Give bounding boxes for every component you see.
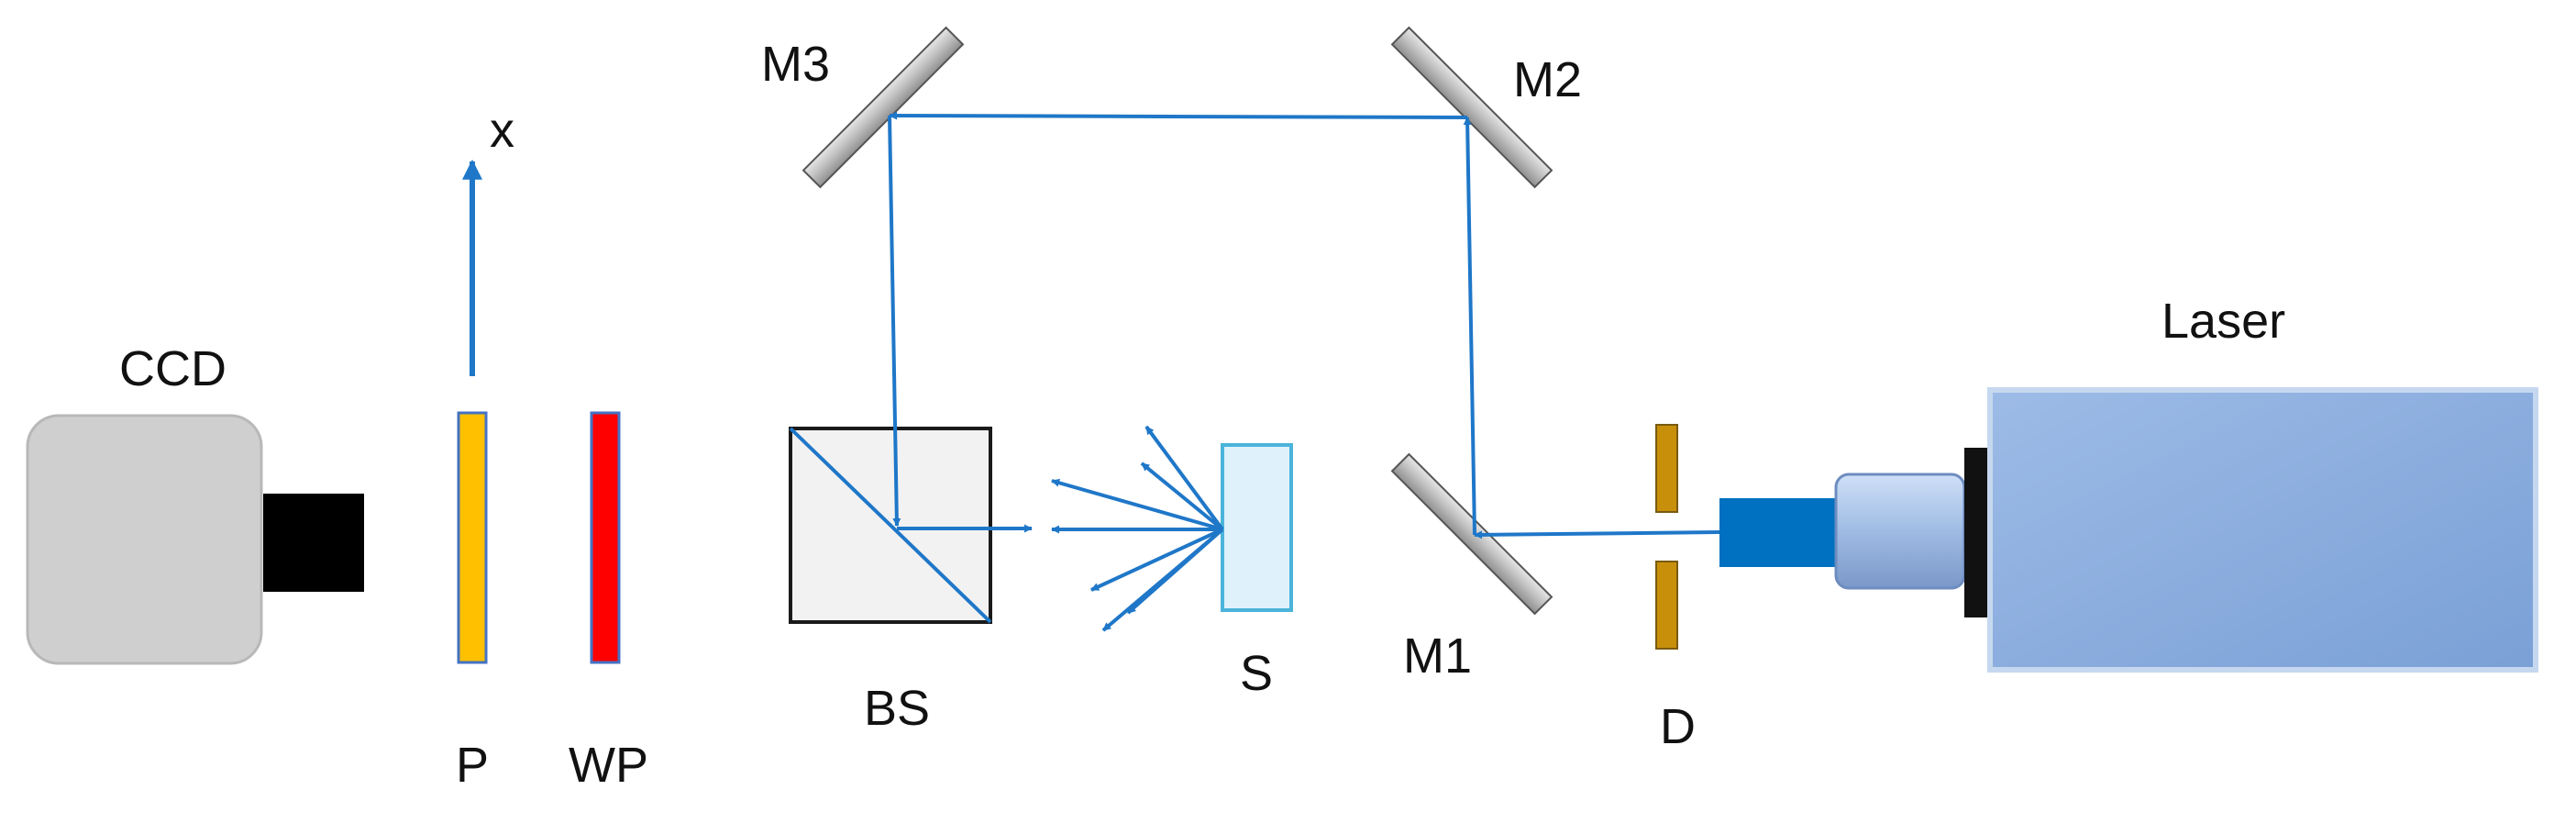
beam-splitter-diagonal	[789, 427, 992, 624]
laser-nozzle	[1719, 498, 1836, 567]
ccd-camera	[26, 414, 364, 665]
laser-collimator	[1834, 473, 1966, 590]
beam-m1-to-m2	[1463, 117, 1476, 536]
waveplate	[590, 411, 621, 664]
sample-label: S	[1240, 646, 1273, 701]
mirror-m3-label: M3	[761, 37, 830, 92]
sample	[1221, 443, 1293, 612]
beam-laser-to-m1	[1474, 530, 1720, 539]
mirror-m2-label: M2	[1513, 52, 1582, 107]
diaphragm-upper	[1655, 424, 1678, 513]
polarizer	[457, 411, 488, 664]
mirror-m1-label: M1	[1403, 628, 1472, 684]
scattered-ray	[1126, 528, 1224, 615]
waveplate-label: WP	[569, 738, 648, 793]
laser-label: Laser	[2161, 294, 2285, 349]
scattered-ray	[1144, 425, 1224, 531]
beam-m3-to-bs	[888, 115, 901, 527]
ccd-lens	[263, 494, 364, 592]
scattered-ray	[1090, 528, 1223, 592]
beam-splitter	[789, 427, 992, 624]
scattered-rays	[1051, 425, 1224, 632]
beam-splitter-label: BS	[864, 681, 930, 736]
ccd-body	[26, 414, 263, 665]
axis-label: x	[490, 103, 514, 158]
diaphragm-lower	[1655, 561, 1678, 650]
ccd-label: CCD	[119, 341, 227, 396]
laser	[1719, 387, 2538, 673]
beam-path	[888, 111, 1720, 539]
laser-mount-plate	[1964, 448, 1990, 617]
diaphragm-label: D	[1660, 699, 1696, 754]
scattered-ray	[1140, 462, 1224, 531]
scattered-ray	[1051, 478, 1223, 531]
mirror-m1	[1390, 452, 1553, 616]
polarizer-label: P	[456, 738, 489, 793]
beam-m2-to-m3	[889, 111, 1468, 120]
diaphragm	[1655, 424, 1678, 650]
laser-body	[1987, 387, 2538, 673]
